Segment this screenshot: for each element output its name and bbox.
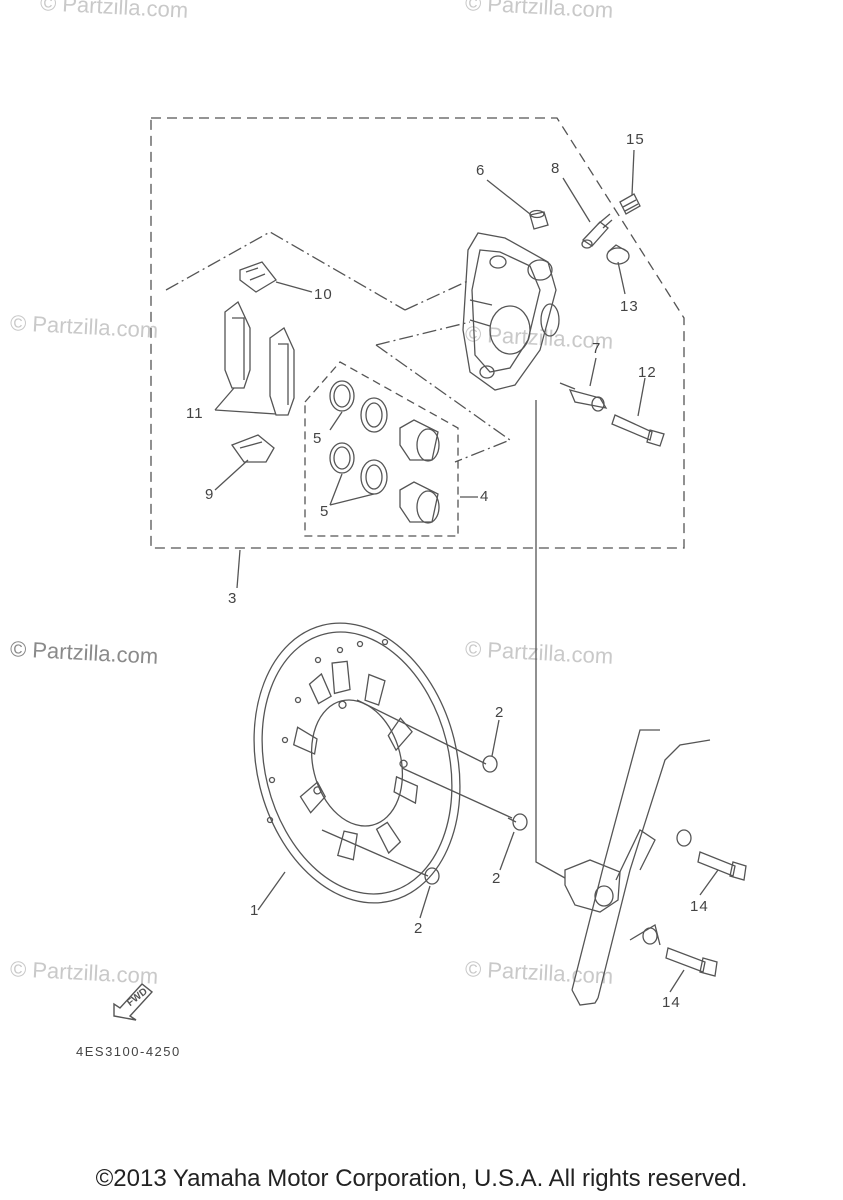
callout-5: 5 [313, 430, 323, 447]
disc-screw [477, 755, 498, 773]
seal-kit-boundary [304, 361, 459, 537]
callout-5: 5 [320, 503, 330, 520]
brake-pads [224, 300, 295, 416]
disc-screw [417, 867, 440, 885]
copyright-notice: ©2013 Yamaha Motor Corporation, U.S.A. A… [95, 1165, 748, 1192]
callout-4: 4 [480, 488, 490, 505]
callout-11: 11 [186, 405, 204, 422]
callout-1: 1 [250, 902, 260, 919]
callout-15: 15 [626, 131, 645, 148]
callout-6: 6 [476, 162, 486, 179]
callout-2: 2 [492, 870, 502, 887]
piston-seals [329, 380, 388, 495]
fork-bolt [697, 851, 747, 881]
callout-2: 2 [495, 704, 505, 721]
brake-disc [253, 622, 461, 904]
caliper-pin [559, 382, 608, 412]
callout-7: 7 [592, 340, 602, 357]
rubber-boot [606, 244, 630, 265]
diagram-code: 4ES3100-4250 [76, 1044, 181, 1059]
callout-13: 13 [620, 298, 639, 315]
disc-vent-holes [266, 638, 389, 824]
assembly-boundary [150, 117, 685, 549]
callout-2: 2 [414, 920, 424, 937]
front-fork [564, 729, 711, 1006]
forward-arrow-icon: FWD [108, 978, 158, 1022]
callout-10: 10 [314, 286, 333, 303]
plug [619, 193, 641, 215]
callout-9: 9 [205, 486, 215, 503]
disc-screw [507, 813, 528, 831]
callout-12: 12 [638, 364, 657, 381]
callout-8: 8 [551, 160, 561, 177]
callout-14: 14 [690, 898, 709, 915]
bleed-screw [581, 213, 613, 249]
callout-3: 3 [228, 590, 238, 607]
caliper-body [462, 232, 560, 391]
pistons [399, 419, 440, 524]
callout-14: 14 [662, 994, 681, 1011]
bleed-cap [529, 209, 549, 230]
pad-spring-clip [239, 261, 277, 293]
pad-support [230, 434, 275, 463]
caliper-bolt [611, 414, 665, 447]
fork-bolt [665, 947, 718, 977]
